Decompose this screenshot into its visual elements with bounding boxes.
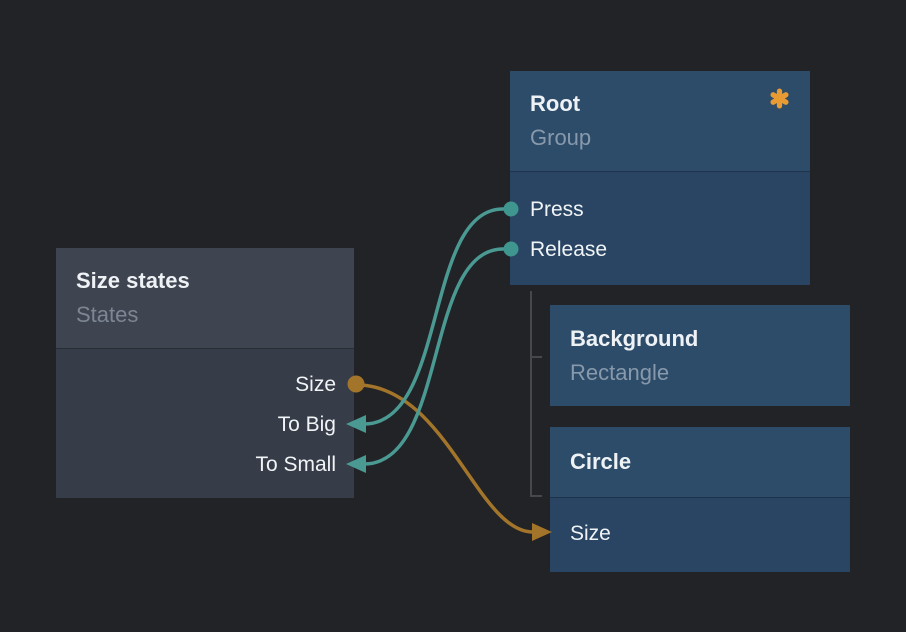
node-root-ports: Press Release — [510, 171, 810, 285]
port-label: Size — [570, 522, 611, 545]
port-label: To Small — [255, 453, 336, 476]
port-to-big-input[interactable]: To Big — [56, 405, 354, 445]
node-title: Background — [570, 325, 699, 351]
node-title: Circle — [570, 449, 632, 474]
node-subtitle: States — [76, 302, 139, 327]
node-subtitle: Rectangle — [570, 359, 670, 385]
arrowhead-circle-size — [532, 523, 552, 541]
port-label: Press — [530, 198, 584, 221]
port-size-output[interactable]: Size — [56, 365, 354, 405]
node-title: Root — [530, 91, 581, 116]
node-size-states[interactable]: Size states States Size To Big To Small — [56, 248, 354, 498]
node-background[interactable]: Background Rectangle — [550, 305, 850, 406]
node-circle-header[interactable]: Circle — [550, 427, 850, 497]
asterisk-icon — [770, 88, 789, 109]
node-background-header[interactable]: Background Rectangle — [550, 305, 850, 406]
port-release-output[interactable]: Release — [510, 230, 810, 270]
port-size-input[interactable]: Size — [550, 514, 850, 554]
node-size-states-ports: Size To Big To Small — [56, 348, 354, 498]
hierarchy-connector — [530, 291, 542, 497]
port-label: Release — [530, 238, 608, 261]
connection-release-to-small[interactable] — [362, 247, 506, 466]
port-label: To Big — [277, 413, 336, 436]
connection-size-to-circle-size[interactable] — [360, 383, 535, 534]
connection-press-to-big[interactable] — [362, 207, 506, 426]
port-to-small-input[interactable]: To Small — [56, 445, 354, 485]
node-title: Size states — [76, 268, 190, 293]
node-circle[interactable]: Circle Size — [550, 427, 850, 572]
node-subtitle: Group — [530, 125, 592, 150]
port-press-output[interactable]: Press — [510, 190, 810, 230]
node-root[interactable]: Root Group Press Release — [510, 71, 810, 285]
node-circle-ports: Size — [550, 497, 850, 572]
node-size-states-header[interactable]: Size states States — [56, 248, 354, 348]
port-label: Size — [295, 373, 336, 396]
node-root-header[interactable]: Root Group — [510, 71, 810, 171]
